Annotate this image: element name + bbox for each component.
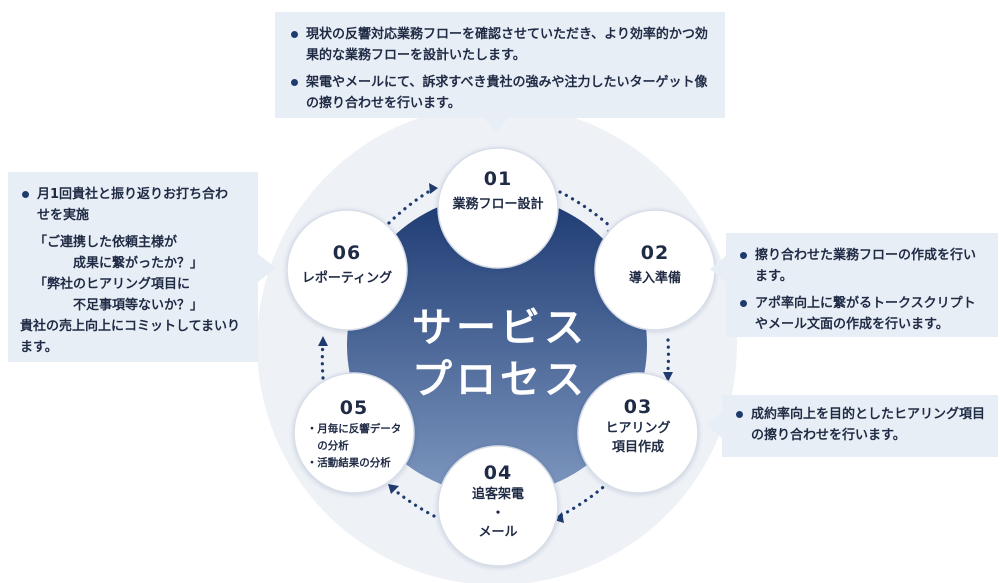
callout-quote-line-1: 「ご連携した依頼主様が xyxy=(34,235,178,250)
bullet-dot-icon xyxy=(291,31,298,38)
step-number: 02 xyxy=(640,242,670,264)
callout-bullet: 現状の反響対応業務フローを確認させていただき、より効率的かつ効果的な業務フローを… xyxy=(289,24,709,66)
callout-bullet: アポ率向上に繋がるトークスクリプトやメール文面の作成を行います。 xyxy=(738,293,986,335)
callout-right-upper-pointer xyxy=(710,256,726,282)
callout-left-pointer xyxy=(258,254,276,282)
step-04: 04 追客架電 ・ メール xyxy=(438,462,558,543)
step-circle-01 xyxy=(437,147,559,269)
callout-bullet: 架電やメールにて、訴求すべき貴社の強みや注力したいターゲット像の擦り合わせを行い… xyxy=(289,72,709,114)
bullet-dot-icon xyxy=(740,252,747,259)
callout-quote-line-3: 「弊社のヒアリング項目に xyxy=(34,277,191,292)
arrowhead-06 xyxy=(318,336,328,346)
step-title: 業務フロー設計 xyxy=(452,197,544,212)
step-01: 01 業務フロー設計 xyxy=(438,168,558,215)
step-number: 01 xyxy=(483,168,513,190)
center-title-line-1: サービス xyxy=(412,305,588,351)
callout-left: 月1回貴社と振り返りお打ち合わせを実施 「ご連携した依頼主様が 成果に繋がったか… xyxy=(8,172,258,362)
center-title: サービス プロセス xyxy=(395,302,605,406)
connector-06-01 xyxy=(382,190,430,230)
step-title: 導入準備 xyxy=(628,271,681,286)
step-number: 06 xyxy=(332,242,362,264)
callout-closing: 貴社の売上向上にコミットしてまいります。 xyxy=(20,319,240,355)
bullet-dot-icon xyxy=(22,191,29,198)
step-title-line-2: ・ xyxy=(491,505,505,521)
callout-top: 現状の反響対応業務フローを確認させていただき、より効率的かつ効果的な業務フローを… xyxy=(275,12,725,118)
arrowhead-03 xyxy=(663,372,673,382)
bullet-dot-icon xyxy=(736,411,743,418)
callout-quote-line-4: 不足事項等ないか？」 xyxy=(34,298,204,313)
callout-top-pointer xyxy=(484,118,508,132)
step-bullet-3: ・活動結果の分析 xyxy=(306,456,391,469)
step-circle-05 xyxy=(293,372,415,494)
step-06: 06 レポーティング xyxy=(287,242,407,289)
arrowhead-05 xyxy=(388,484,399,494)
callout-bullet: 擦り合わせた業務フローの作成を行います。 xyxy=(738,245,986,287)
step-title-line-1: 追客架電 xyxy=(471,487,524,502)
step-bullet-2: の分析 xyxy=(306,439,349,452)
step-title-line-2: 項目作成 xyxy=(611,439,664,455)
bullet-dot-icon xyxy=(740,300,747,307)
step-bullet-1: ・月毎に反響データ xyxy=(306,423,402,435)
step-number: 04 xyxy=(483,462,513,484)
bullet-dot-icon xyxy=(291,79,298,86)
callout-bullet: 成約率向上を目的としたヒアリング項目の擦り合わせを行います。 xyxy=(734,404,986,446)
arrowhead-01 xyxy=(429,183,438,194)
callout-bullet: 月1回貴社と振り返りお打ち合わせを実施 xyxy=(20,184,246,226)
step-02: 02 導入準備 xyxy=(595,242,715,289)
step-number: 05 xyxy=(339,397,369,419)
step-title-line-1: ヒアリング xyxy=(605,421,671,436)
step-03: 03 ヒアリング 項目作成 xyxy=(578,396,698,458)
step-circle-06 xyxy=(286,209,408,331)
callout-right-lower: 成約率向上を目的としたヒアリング項目の擦り合わせを行います。 xyxy=(722,395,998,457)
step-title-line-3: メール xyxy=(478,524,518,540)
step-circle-04 xyxy=(437,445,559,567)
step-05: 05 ・月毎に反響データ の分析 ・活動結果の分析 xyxy=(294,397,414,471)
center-title-line-2: プロセス xyxy=(412,357,588,403)
step-circle-03 xyxy=(577,372,699,494)
center-circle xyxy=(347,195,647,495)
callout-right-upper: 擦り合わせた業務フローの作成を行います。 アポ率向上に繋がるトークスクリプトやメ… xyxy=(726,233,998,337)
step-title: レポーティング xyxy=(301,271,393,286)
callout-right-lower-pointer xyxy=(706,412,722,438)
step-number: 03 xyxy=(623,396,653,418)
callout-quote-line-2: 成果に繋がったか？」 xyxy=(34,256,204,271)
